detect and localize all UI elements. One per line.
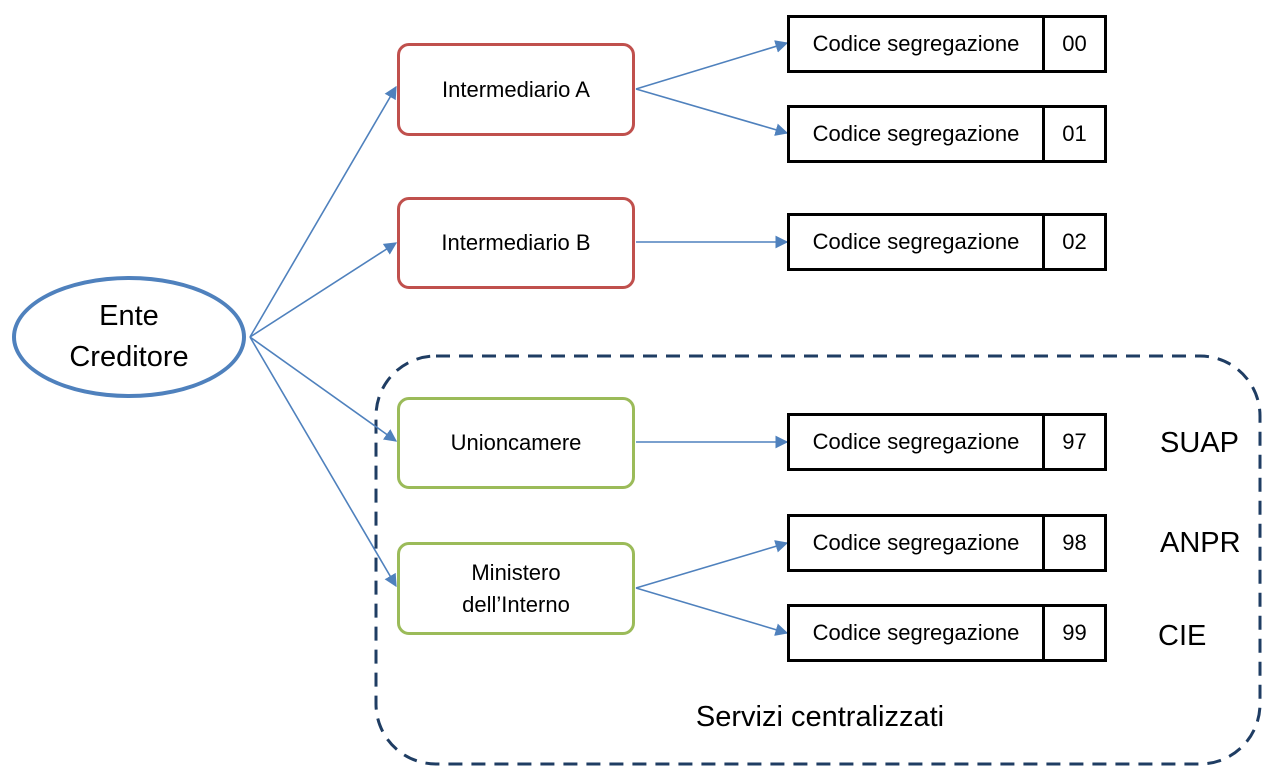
centralized-services-group: [374, 354, 1262, 766]
ente-creditore-node: Ente Creditore: [12, 276, 246, 398]
code-label: Codice segregazione: [790, 108, 1045, 160]
arrow-root-to-intermediario-b: [249, 242, 398, 338]
unioncamere-node: Unioncamere: [397, 397, 635, 489]
code-value: 02: [1062, 229, 1087, 254]
code-label: Codice segregazione: [790, 607, 1045, 659]
ente-creditore-line2: Creditore: [69, 341, 189, 373]
code-box-97: Codice segregazione 97: [787, 413, 1107, 471]
arrow-a-to-code-01: [635, 88, 789, 136]
ente-creditore-line1: Ente: [99, 300, 159, 332]
intermediario-b-label: Intermediario B: [441, 230, 591, 255]
ministero-line2: dell’Interno: [462, 591, 570, 617]
code-label: Codice segregazione: [790, 517, 1045, 569]
intermediario-b-node: Intermediario B: [397, 197, 635, 289]
code-label: Codice segregazione: [790, 216, 1045, 268]
unioncamere-label: Unioncamere: [450, 430, 582, 455]
code-box-02: Codice segregazione 02: [787, 213, 1107, 271]
code-box-00: Codice segregazione 00: [787, 15, 1107, 73]
arrow-a-to-code-00: [635, 40, 789, 90]
code-value: 97: [1062, 429, 1087, 454]
ministero-interno-node: Ministero dell’Interno: [397, 542, 635, 635]
service-label-anpr: ANPR: [1160, 527, 1241, 559]
code-value: 98: [1062, 530, 1087, 555]
code-box-01: Codice segregazione 01: [787, 105, 1107, 163]
arrow-ministero-to-code-99: [635, 587, 789, 636]
code-label: Codice segregazione: [790, 416, 1045, 468]
code-box-98: Codice segregazione 98: [787, 514, 1107, 572]
service-label-cie: CIE: [1158, 620, 1207, 652]
arrow-root-to-intermediario-a: [249, 85, 397, 338]
intermediario-a-node: Intermediario A: [397, 43, 635, 136]
group-label: Servizi centralizzati: [695, 701, 945, 733]
code-value: 99: [1062, 620, 1087, 645]
code-value: 01: [1062, 121, 1087, 146]
ministero-line1: Ministero: [471, 559, 561, 585]
arrow-root-to-ministero: [249, 336, 397, 588]
code-box-99: Codice segregazione 99: [787, 604, 1107, 662]
intermediario-a-label: Intermediario A: [442, 76, 590, 102]
code-value: 00: [1062, 31, 1087, 56]
service-label-suap: SUAP: [1160, 427, 1239, 459]
code-label: Codice segregazione: [790, 18, 1045, 70]
arrow-root-to-unioncamere: [249, 336, 398, 442]
arrow-ministero-to-code-98: [635, 540, 789, 589]
